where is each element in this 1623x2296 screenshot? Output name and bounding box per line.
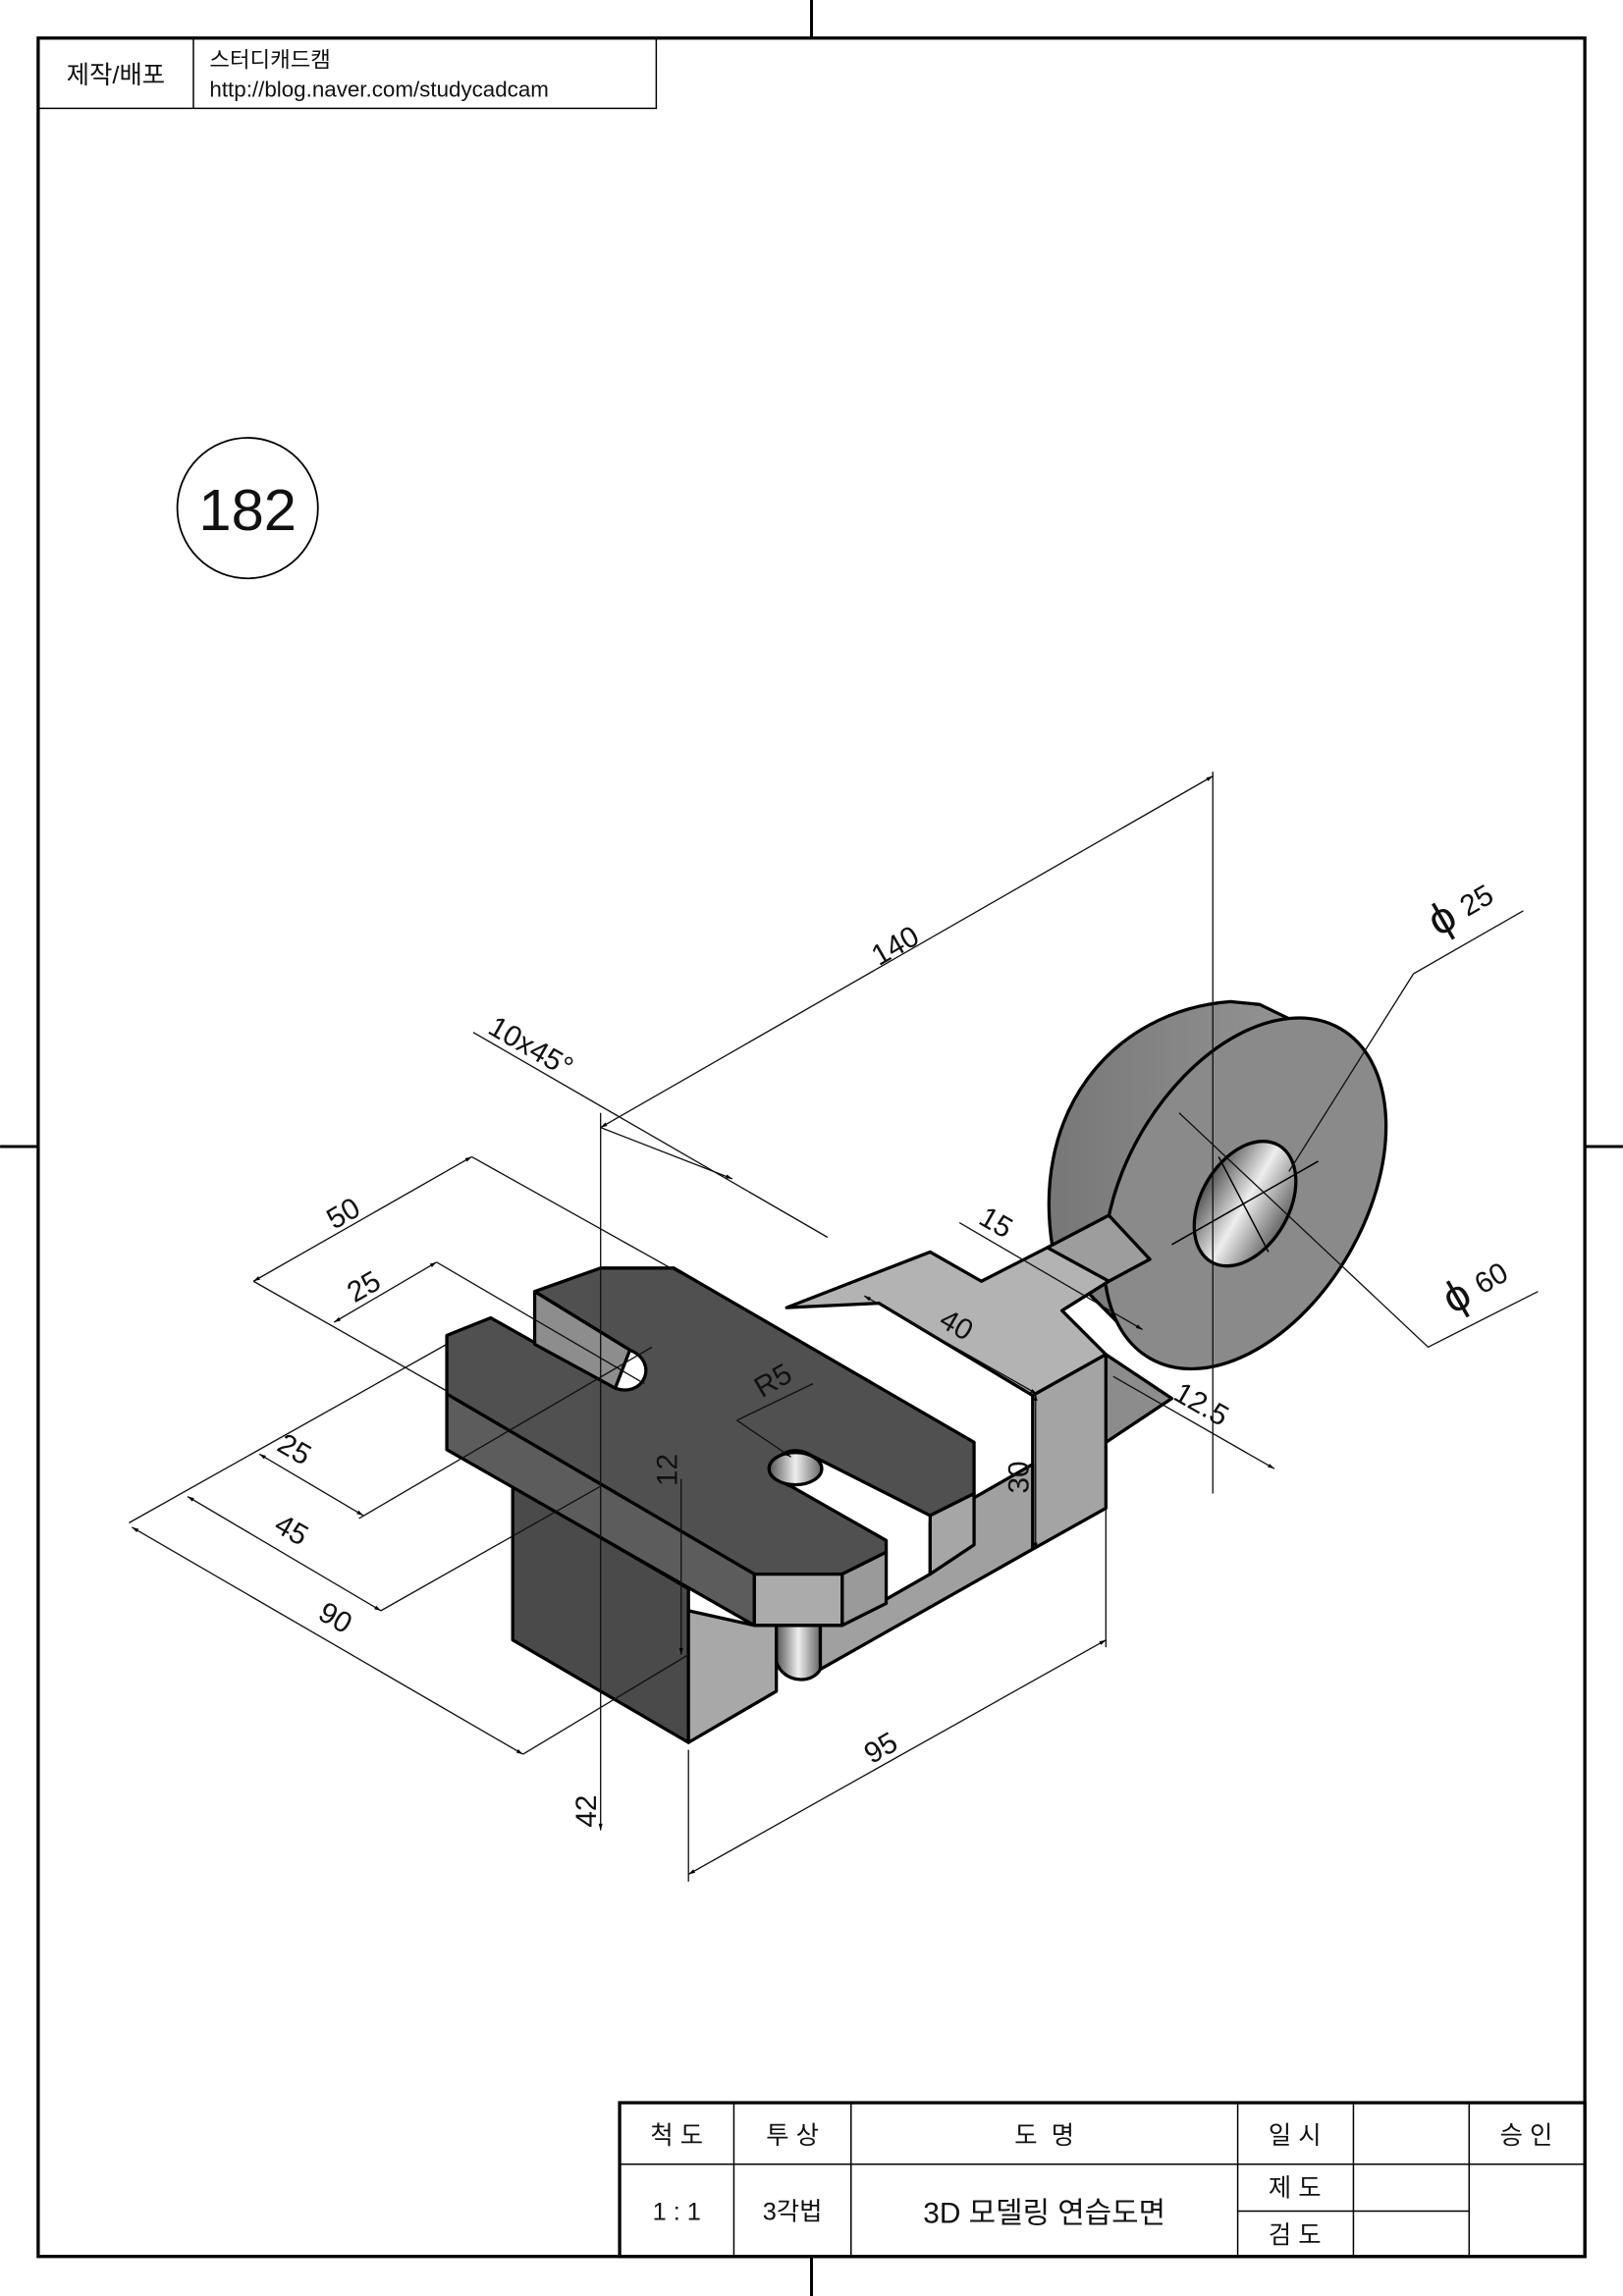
drafted-label: 제 도 xyxy=(1269,2175,1322,2203)
drawing-number: 182 xyxy=(198,477,297,543)
dim-12: 12 xyxy=(651,1454,683,1486)
author-name: 스터디캐드캠 xyxy=(209,48,330,73)
dim-12-5: 12.5 xyxy=(1168,1376,1234,1433)
isometric-part xyxy=(445,999,1388,1744)
dim-phi25: 25 xyxy=(1454,879,1498,923)
dim-90: 90 xyxy=(313,1596,357,1640)
author-label: 제작/배포 xyxy=(67,62,165,89)
dimension-lines xyxy=(129,772,1539,1882)
dim-25-top: 25 xyxy=(342,1265,386,1309)
date-label: 일 시 xyxy=(1269,2122,1322,2150)
checked-label: 검 도 xyxy=(1269,2221,1322,2249)
projection-value: 3각법 xyxy=(763,2198,823,2225)
author-url: http://blog.naver.com/studycadcam xyxy=(209,77,549,101)
dim-50: 50 xyxy=(321,1192,365,1236)
drawing-number-badge: 182 xyxy=(176,437,319,580)
dim-42: 42 xyxy=(570,1794,603,1827)
projection-label: 투 상 xyxy=(766,2122,819,2150)
dim-45: 45 xyxy=(269,1508,313,1552)
scale-label: 척 도 xyxy=(650,2122,703,2150)
dim-140: 140 xyxy=(866,920,925,972)
dim-phi60: 60 xyxy=(1469,1256,1513,1301)
dim-15: 15 xyxy=(974,1201,1018,1245)
dim-30: 30 xyxy=(1002,1461,1035,1493)
author-box: 제작/배포 스터디캐드캠 http://blog.naver.com/study… xyxy=(37,37,658,110)
scale-value: 1 : 1 xyxy=(653,2198,701,2225)
drawing-name-value: 3D 모델링 연습도면 xyxy=(923,2197,1165,2229)
dim-chamfer: 10x45° xyxy=(483,1010,578,1084)
title-block: 척 도 1 : 1 투 상 3각법 도 명 3D 모델링 연습도면 일 시 제 … xyxy=(618,2101,1587,2259)
cylinder-boss xyxy=(1047,999,1388,1371)
drawing-name-label: 도 명 xyxy=(1014,2122,1074,2150)
approval-label: 승 인 xyxy=(1500,2122,1553,2150)
dim-95: 95 xyxy=(859,1726,903,1770)
